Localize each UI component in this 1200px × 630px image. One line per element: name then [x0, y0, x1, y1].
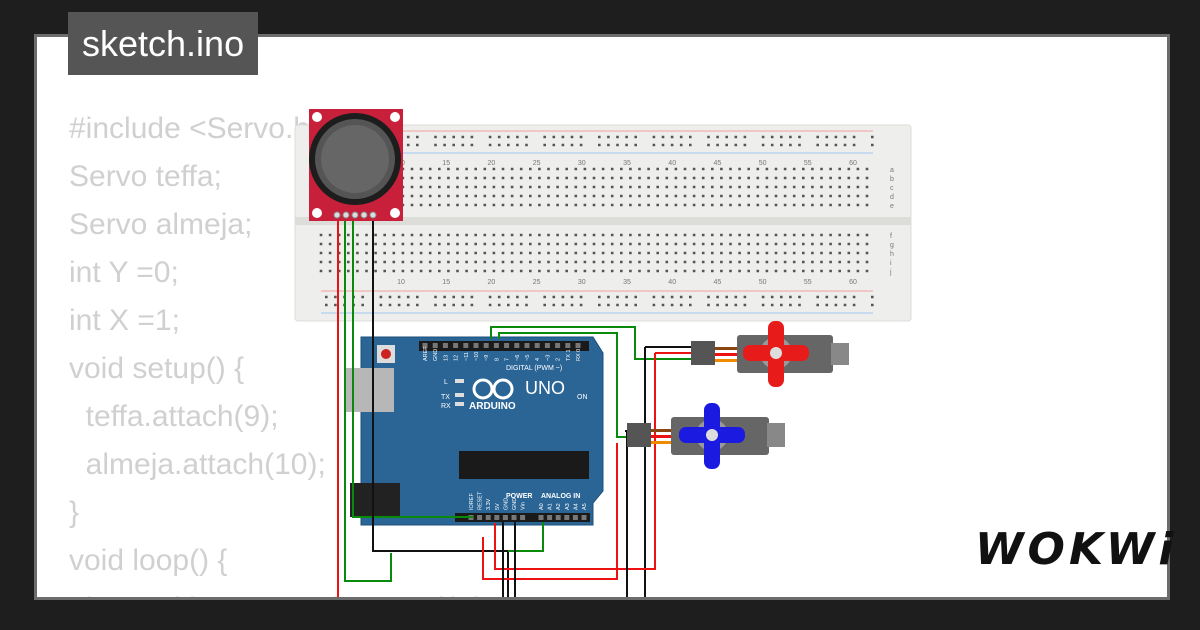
on-label: ON [577, 394, 588, 401]
pin-label: ~11 [464, 352, 470, 361]
pin-label: A4 [573, 503, 579, 510]
row-letter: e [890, 203, 894, 210]
pin-label: GND [433, 349, 439, 361]
code-line: Servo teffa; [69, 160, 222, 193]
code-line: int positionY = analogRead(Y); [69, 585, 493, 597]
column-number: 40 [668, 279, 676, 286]
pin-label: 2 [556, 358, 562, 361]
servo-top[interactable] [691, 321, 849, 387]
pin-label: IOREF [469, 493, 475, 510]
column-number: 35 [623, 160, 631, 167]
row-letter: f [890, 233, 892, 240]
code-line: } [69, 496, 80, 529]
row-letter: h [890, 251, 894, 258]
pin-label: A1 [548, 503, 554, 510]
led-label-l: L [444, 379, 448, 386]
board-model: UNO [525, 378, 565, 398]
screw-icon [770, 347, 782, 359]
row-letter: d [890, 194, 894, 201]
pin-label: RX 0 [576, 349, 582, 361]
pin-label: A3 [565, 503, 571, 510]
row-letter: a [890, 167, 894, 174]
code-line: Servo almeja; [69, 208, 253, 241]
pin-label: ~3 [545, 355, 551, 361]
row-letter: c [890, 185, 894, 192]
column-number: 25 [533, 279, 541, 286]
pin-label: 12 [454, 355, 460, 361]
column-number: 15 [442, 160, 450, 167]
pin-label: A0 [539, 503, 545, 510]
column-number: 30 [578, 160, 586, 167]
column-number: 40 [668, 160, 676, 167]
code-line: int X =1; [69, 304, 180, 337]
pin-label: ~5 [525, 355, 531, 361]
servo-bottom[interactable] [627, 403, 785, 469]
column-number: 45 [714, 160, 722, 167]
row-letter: b [890, 176, 894, 183]
digital-label: DIGITAL (PWM ~) [506, 365, 562, 372]
pin-label: Vin [521, 502, 527, 510]
column-number: 25 [533, 160, 541, 167]
power-jack [350, 483, 400, 517]
preview-card: #include <Servo.h>Servo teffa;Servo alme… [34, 34, 1170, 600]
pin-label: ~6 [515, 355, 521, 361]
column-number: 35 [623, 279, 631, 286]
analog-label: ANALOG IN [541, 493, 580, 500]
column-number: 45 [714, 279, 722, 286]
pin-label: GND [512, 498, 518, 510]
column-number: 60 [849, 160, 857, 167]
column-number: 20 [488, 279, 496, 286]
code-line: teffa.attach(9); [69, 400, 279, 433]
joystick-module[interactable] [309, 109, 403, 221]
power-label: POWER [506, 493, 532, 500]
code-line: int Y =0; [69, 256, 179, 289]
wokwi-logo: WOKWi [975, 524, 1178, 575]
column-number: 60 [849, 279, 857, 286]
code-line: almeja.attach(10); [69, 448, 326, 481]
pin-label: 4 [535, 358, 541, 361]
column-number: 50 [759, 279, 767, 286]
led-label-tx: TX [441, 394, 450, 401]
file-tab-title[interactable]: sketch.ino [68, 12, 259, 75]
arduino-logo-icon [472, 378, 494, 400]
pin-label: 5V [495, 503, 501, 510]
pin-label: 7 [505, 358, 511, 361]
pin-label: ~9 [484, 355, 490, 361]
pin-label: 13 [443, 355, 449, 361]
screw-icon [706, 429, 718, 441]
column-number: 50 [759, 160, 767, 167]
column-number: 20 [488, 160, 496, 167]
board-brand: ARDUINO [469, 401, 516, 412]
pin-label: ~10 [474, 352, 480, 361]
column-number: 10 [397, 279, 405, 286]
pin-label: RESET [478, 491, 484, 510]
pin-label: TX 1 [566, 349, 572, 361]
pin-label: AREF [423, 346, 429, 361]
atmega-chip [459, 451, 589, 479]
code-line: void loop() { [69, 544, 228, 577]
pin-label: 3.3V [486, 498, 492, 510]
row-letter: i [890, 260, 892, 267]
column-number: 15 [442, 279, 450, 286]
led-label-rx: RX [441, 403, 451, 410]
column-number: 30 [578, 279, 586, 286]
code-editor[interactable]: #include <Servo.h>Servo teffa;Servo alme… [69, 105, 493, 597]
column-number: 55 [804, 279, 812, 286]
column-number: 55 [804, 160, 812, 167]
pin-label: A2 [556, 503, 562, 510]
row-letter: j [889, 269, 892, 276]
pin-label: A5 [582, 503, 588, 510]
wires [337, 215, 693, 597]
pin-label: 8 [494, 358, 500, 361]
arduino-uno[interactable]: AREF GND 13 12 ~11 ~10 ~9 8 7 ~6 ~5 4 ~3 2 TX 1 RX 0 IO… [346, 336, 604, 526]
pin-label: GND [503, 498, 509, 510]
digital-header [419, 341, 589, 351]
code-line: void setup() { [69, 352, 245, 385]
row-letter: g [890, 242, 894, 249]
